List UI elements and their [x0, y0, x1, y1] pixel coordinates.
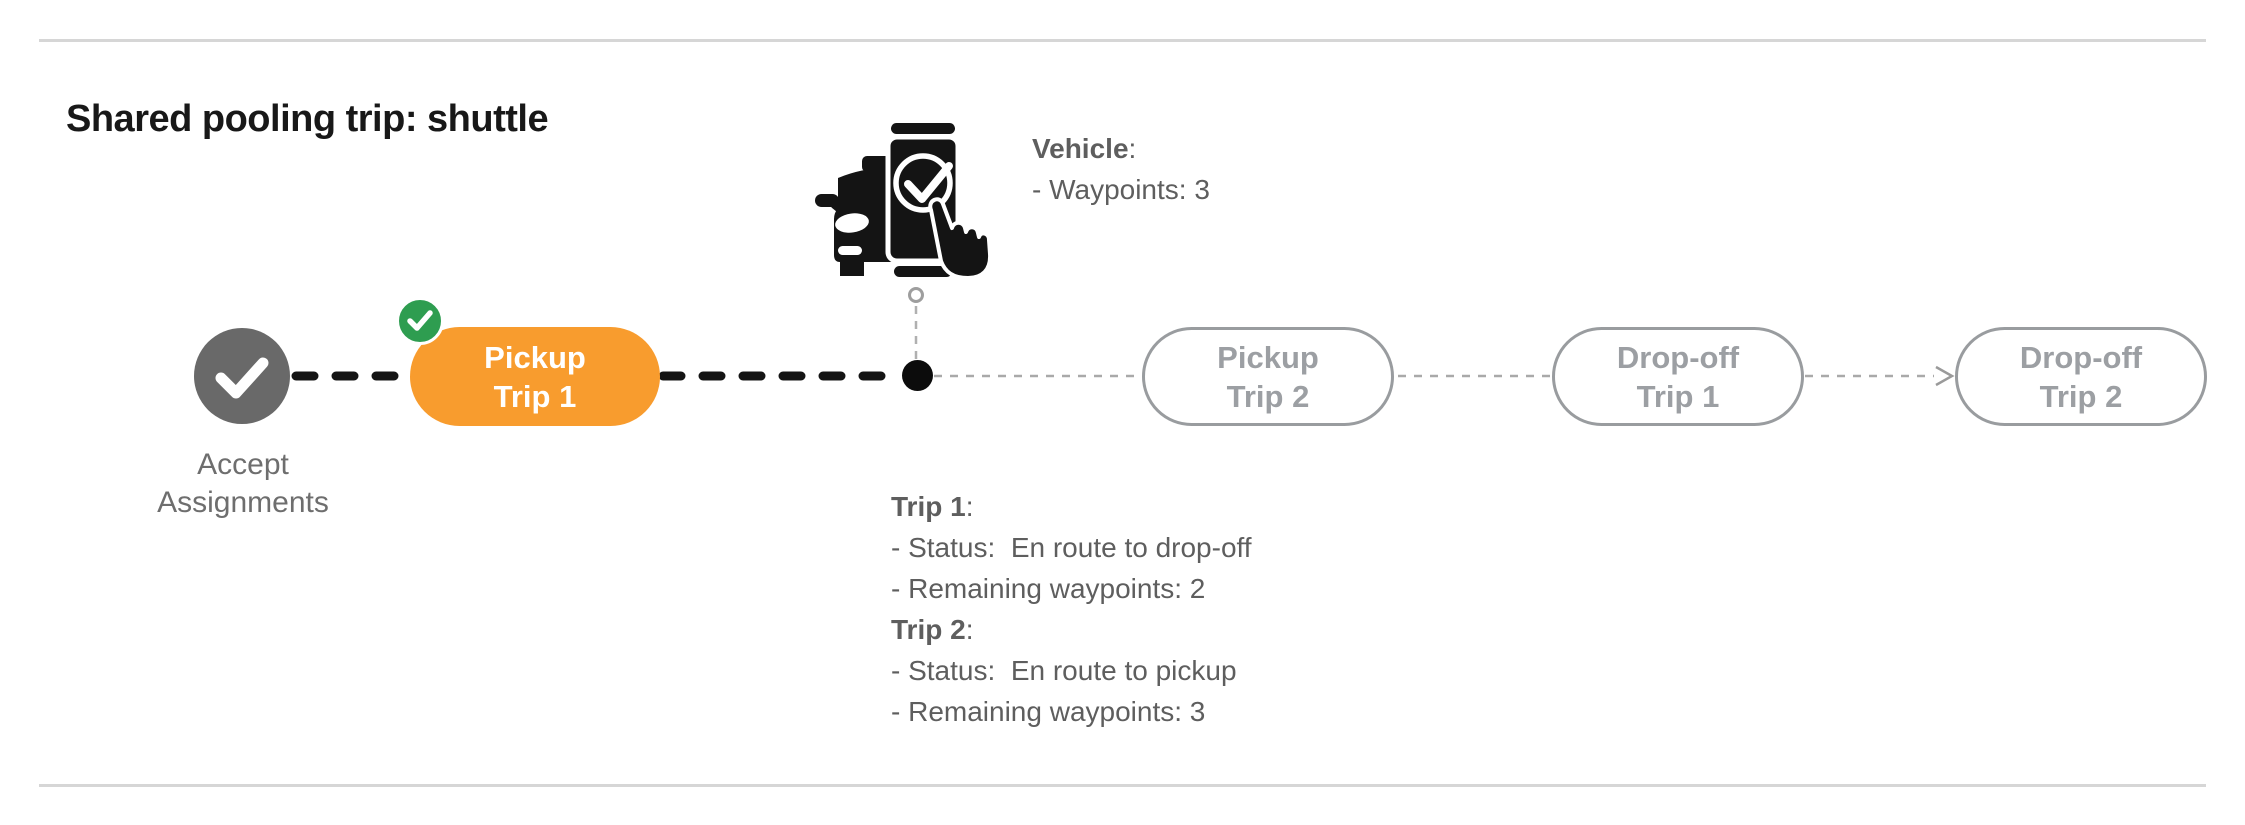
vehicle-waypoints-line: - Waypoints: 3	[1032, 174, 1210, 205]
node-pickup-trip-1-label: Pickup Trip 1	[484, 339, 586, 414]
vehicle-info-heading: Vehicle:	[1032, 128, 1210, 169]
page-title: Shared pooling trip: shuttle	[66, 98, 549, 140]
node-pickup-trip-2-label: Pickup Trip 2	[1217, 339, 1319, 414]
node-dropoff-trip-2: Drop-off Trip 2	[1955, 327, 2207, 426]
vehicle-info-heading-text: Vehicle	[1032, 133, 1129, 164]
node-dropoff-trip-2-label: Drop-off Trip 2	[2019, 339, 2143, 414]
check-icon	[215, 357, 269, 399]
trip-2-status-line: - Status: En route to pickup	[891, 655, 1237, 686]
node-pickup-trip-2: Pickup Trip 2	[1142, 327, 1394, 426]
vehicle-position-dot	[902, 360, 933, 391]
trip-1-heading-colon: :	[965, 491, 974, 522]
trip-2-heading-text: Trip 2	[891, 614, 966, 645]
vehicle-stop-circle-icon	[908, 287, 924, 303]
trip-1-heading-text: Trip 1	[891, 491, 966, 522]
node-dropoff-trip-1: Drop-off Trip 1	[1552, 327, 1804, 426]
trip-1-heading: Trip 1:	[891, 486, 1252, 527]
pointing-hand-glyph	[928, 197, 993, 280]
vehicle-info: Vehicle: - Waypoints: 3	[1032, 128, 1210, 210]
arrow-right-icon	[1935, 365, 1955, 387]
top-divider	[39, 39, 2206, 42]
bottom-divider	[39, 784, 2206, 787]
trip-1-status-line: - Status: En route to drop-off	[891, 532, 1252, 563]
check-icon	[407, 310, 433, 331]
car-glyph	[815, 156, 900, 276]
accept-assignments-label: Accept Assignments	[157, 448, 329, 519]
trip-2-heading: Trip 2:	[891, 609, 1252, 650]
completed-badge	[396, 297, 444, 345]
node-pickup-trip-1: Pickup Trip 1	[410, 327, 660, 426]
accept-assignments-node	[194, 328, 290, 424]
check-circle-icon	[893, 153, 953, 213]
trip-2-remaining-line: - Remaining waypoints: 3	[891, 696, 1206, 727]
car-phone-check-icon	[815, 123, 993, 280]
vehicle-info-heading-colon: :	[1128, 133, 1137, 164]
trip-2-heading-colon: :	[965, 614, 974, 645]
node-dropoff-trip-1-label: Drop-off Trip 1	[1616, 339, 1740, 414]
trip-1-remaining-line: - Remaining waypoints: 2	[891, 573, 1206, 604]
trip-status-info: Trip 1: - Status: En route to drop-off -…	[891, 486, 1252, 732]
